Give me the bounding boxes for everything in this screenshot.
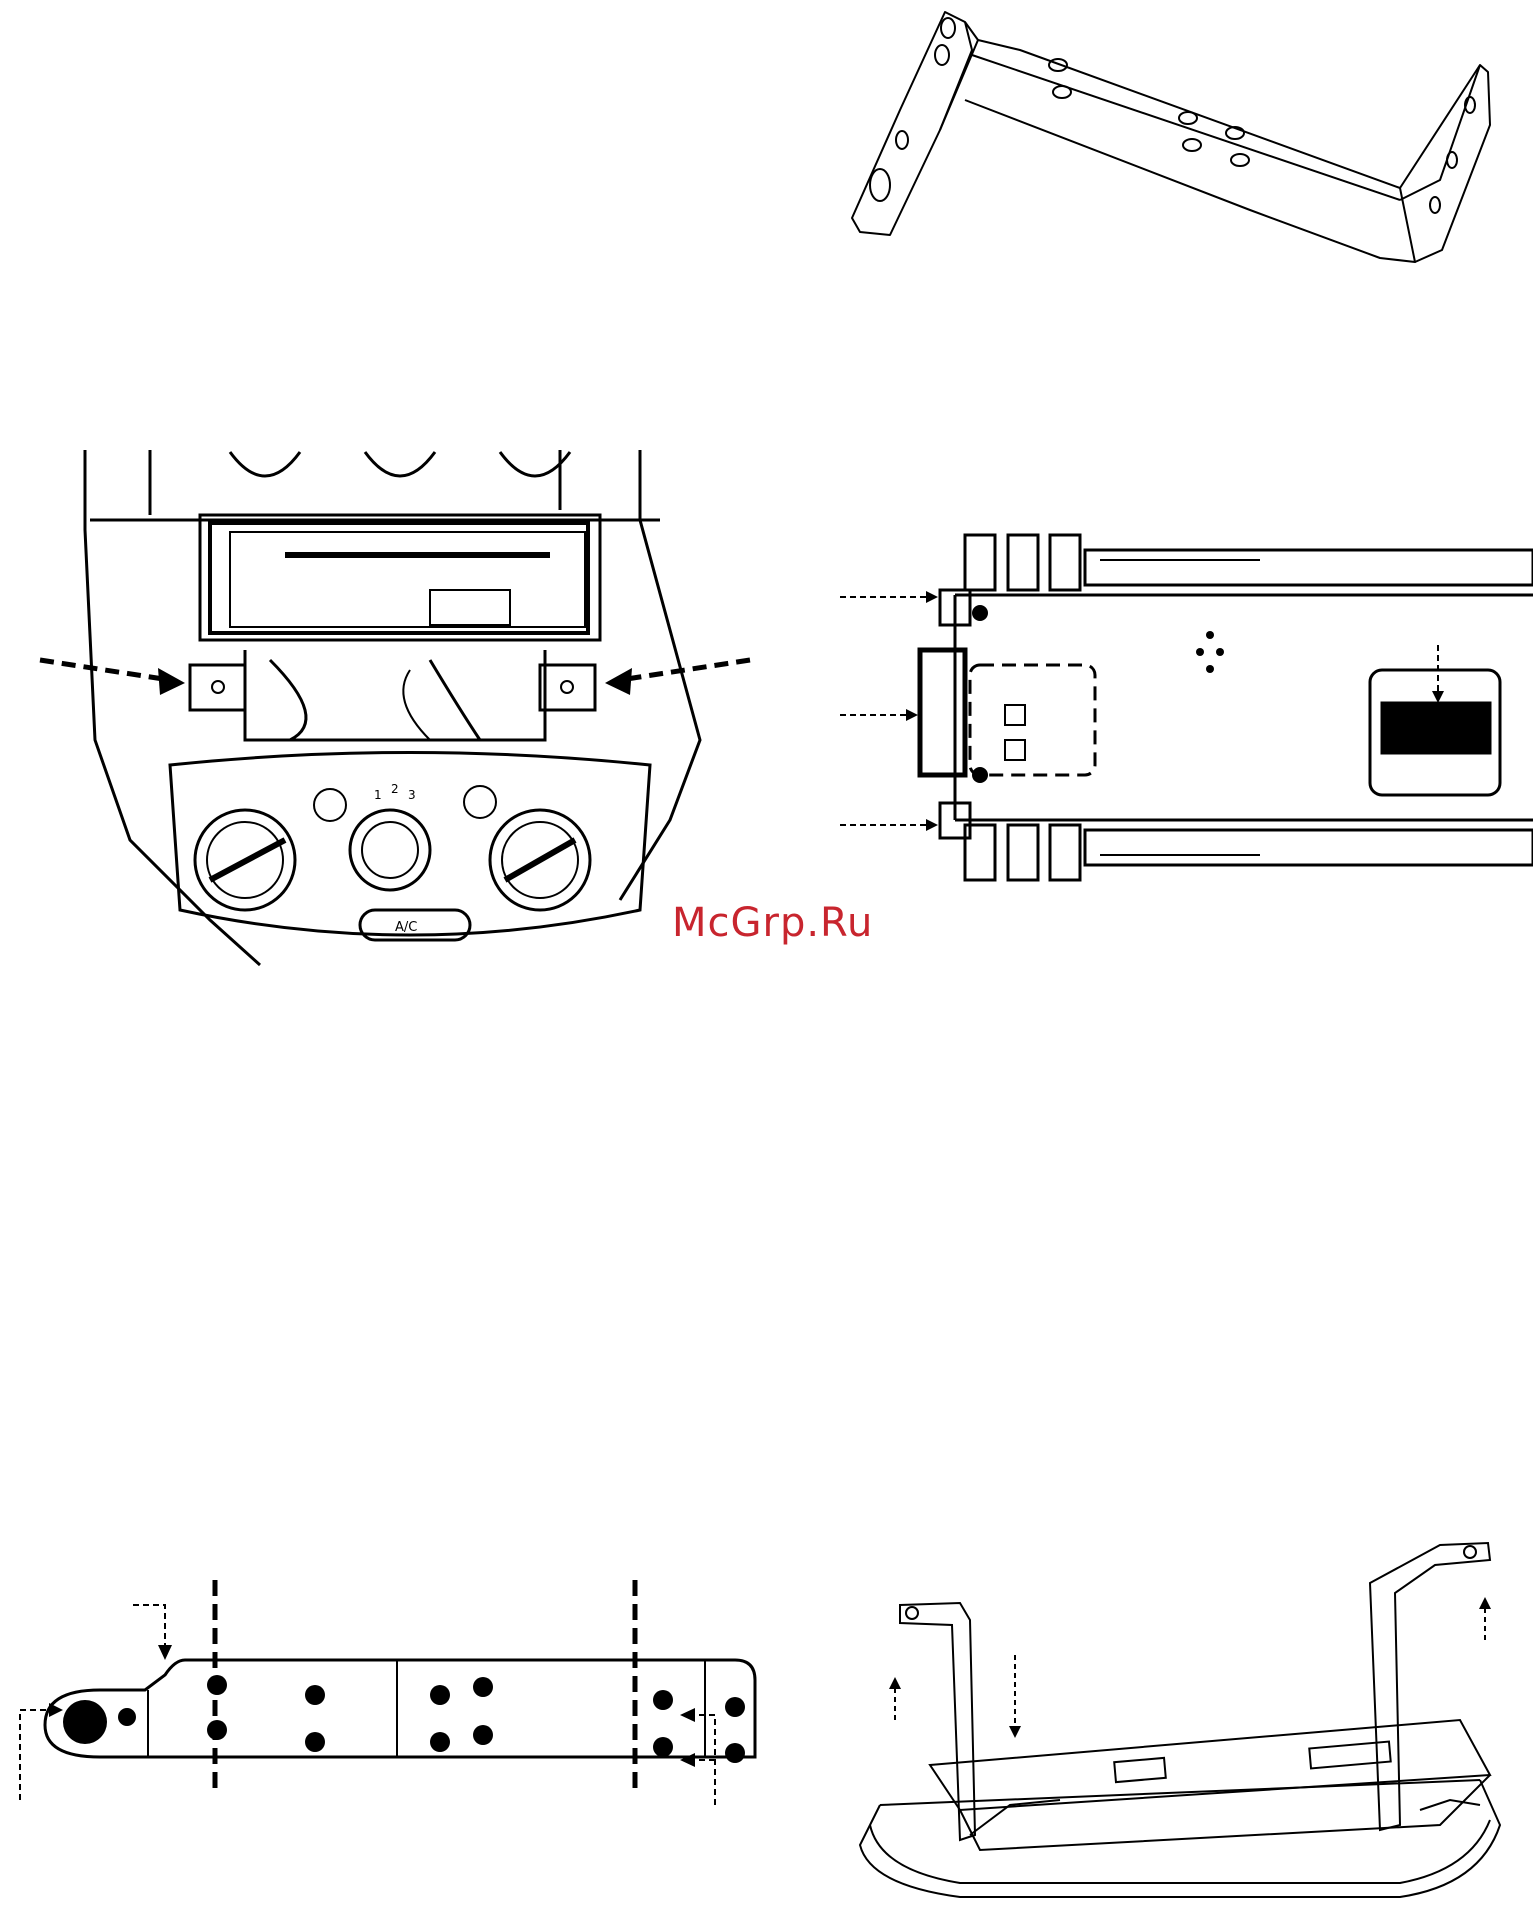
bracket-top-view-icon (830, 525, 1533, 930)
fan-speed-1-label: 1 (374, 788, 382, 802)
fan-speed-2-label: 2 (391, 782, 399, 796)
bend-point-arrow (133, 1605, 165, 1650)
ac-button-label: A/C (395, 920, 417, 935)
dashboard-figure: 1 2 3 A/C (30, 440, 760, 980)
top-view-figure (830, 525, 1533, 930)
bracket-on-unit-figure (840, 1505, 1530, 1905)
radio-installation-icon: 1 2 3 A/C (30, 440, 760, 980)
bracket-flat-layout-icon (15, 1565, 775, 1805)
large-hole-arrow (20, 1710, 53, 1800)
bracket-3d-figure (840, 0, 1500, 270)
mounting-bracket-icon (840, 0, 1500, 270)
right-bracket-arrow (620, 660, 750, 680)
watermark-text: McGrp.Ru (672, 900, 873, 946)
bracket-mounted-on-unit-icon (840, 1505, 1530, 1905)
left-bracket-arrow (40, 660, 170, 680)
fan-speed-3-label: 3 (408, 788, 416, 802)
flat-bracket-figure (15, 1565, 775, 1805)
